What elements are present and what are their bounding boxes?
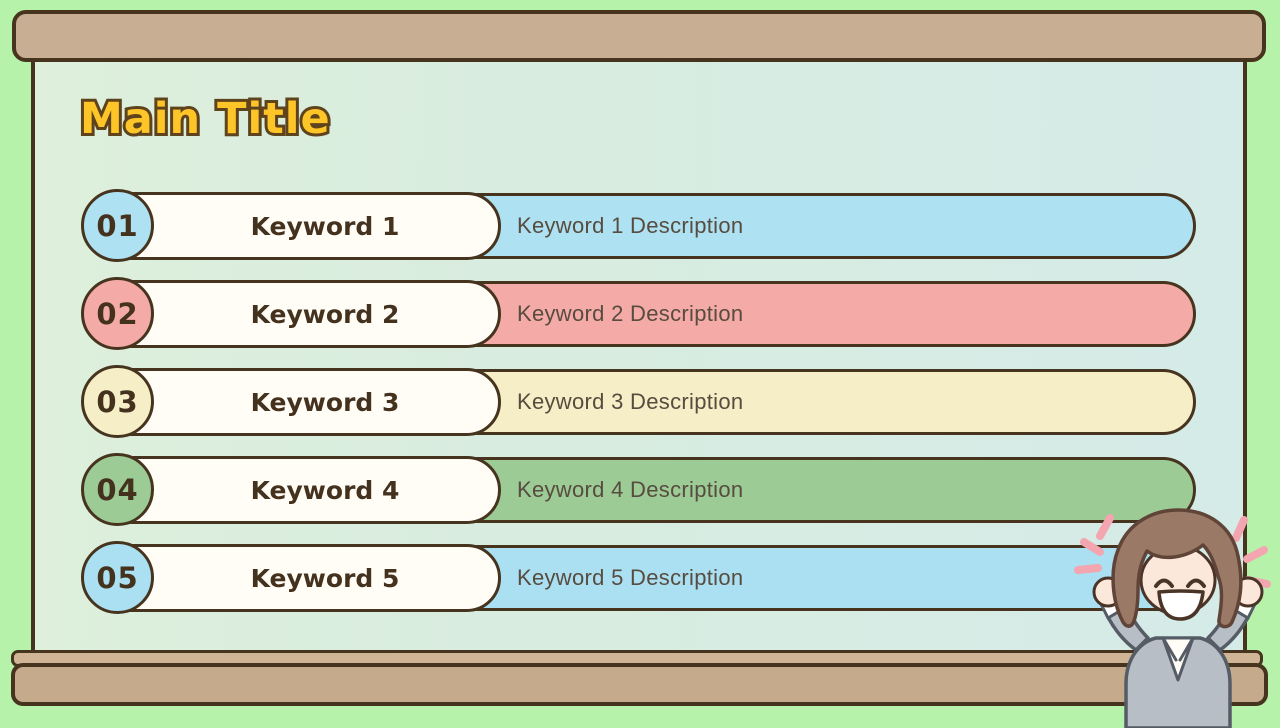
number-label: 03 xyxy=(96,384,139,419)
keyword-row-01: 01 Keyword 1 Keyword 1 Description xyxy=(81,189,1196,262)
number-label: 05 xyxy=(96,560,139,595)
eye-left xyxy=(1154,578,1174,588)
keyword-label: Keyword 4 xyxy=(250,475,400,505)
page-title-outline: Main Title xyxy=(77,91,333,147)
description-label: Keyword 4 Description xyxy=(517,477,744,502)
hair xyxy=(1111,508,1243,629)
keyword-pill xyxy=(83,368,501,436)
number-badge: 03 xyxy=(81,365,154,438)
eye-right xyxy=(1186,578,1206,588)
number-label: 02 xyxy=(96,296,139,331)
keyword-row-04: 04 Keyword 4 Keyword 4 Description xyxy=(81,453,1196,526)
keyword-label: Keyword 5 xyxy=(250,563,400,593)
description-label: Keyword 5 Description xyxy=(517,565,744,590)
page-title: Main Title Main Title xyxy=(77,91,333,147)
keyword-row-02: 02 Keyword 2 Keyword 2 Description xyxy=(81,277,1196,350)
page-title-text: Main Title xyxy=(80,94,331,144)
description-label: Keyword 1 Description xyxy=(517,213,744,238)
board-tray xyxy=(11,663,1268,706)
number-badge: 01 xyxy=(81,189,154,262)
number-badge: 05 xyxy=(81,541,154,614)
board-top-frame xyxy=(12,10,1266,62)
number-label: 01 xyxy=(96,208,139,243)
keyword-label: Keyword 2 xyxy=(250,299,400,329)
cheering-businesswoman-illustration xyxy=(1074,508,1271,728)
emphasis-dashes-left xyxy=(1074,514,1114,574)
keyword-label: Keyword 3 xyxy=(250,387,400,417)
keyword-row-05: 05 Keyword 5 Keyword 5 Description xyxy=(81,541,1196,614)
number-label: 04 xyxy=(96,472,139,507)
number-badge: 02 xyxy=(81,277,154,350)
keyword-row-03: 03 Keyword 3 Keyword 3 Description xyxy=(81,365,1196,438)
suit-body xyxy=(1124,636,1232,728)
description-label: Keyword 2 Description xyxy=(517,301,744,326)
keyword-label: Keyword 1 xyxy=(250,211,400,241)
number-badge: 04 xyxy=(81,453,154,526)
smile xyxy=(1157,589,1205,621)
description-label: Keyword 3 Description xyxy=(517,389,744,414)
